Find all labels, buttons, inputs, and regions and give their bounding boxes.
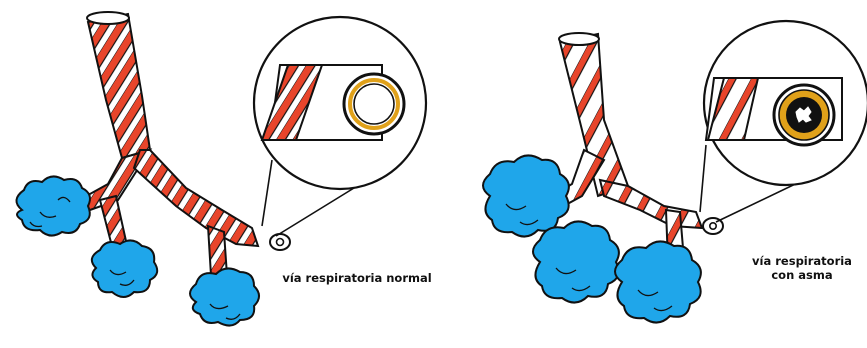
normal-airway-caption: vía respiratoria normal [262,271,452,285]
asthma-caption-line2: con asma [738,268,866,282]
alveoli-cluster [533,221,619,302]
alveoli-cluster [92,240,157,297]
asthma-trachea-opening [559,33,599,45]
normal-trachea-opening [87,12,129,24]
asthma-right-bronchus [600,180,702,228]
normal-right-bronchus [134,150,258,246]
asthma-caption-line1: vía respiratoria [738,254,866,268]
alveoli-cluster [16,176,90,235]
magnifier-circle [254,17,426,236]
magnifier-circle [700,21,867,222]
alveoli-cluster [483,155,569,236]
alveoli-cluster [615,241,701,322]
alveoli-cluster [190,268,259,325]
normal-bronchiole-tip [270,234,290,250]
asthma-airway-caption: vía respiratoria con asma [738,254,866,282]
normal-trachea [88,14,150,158]
